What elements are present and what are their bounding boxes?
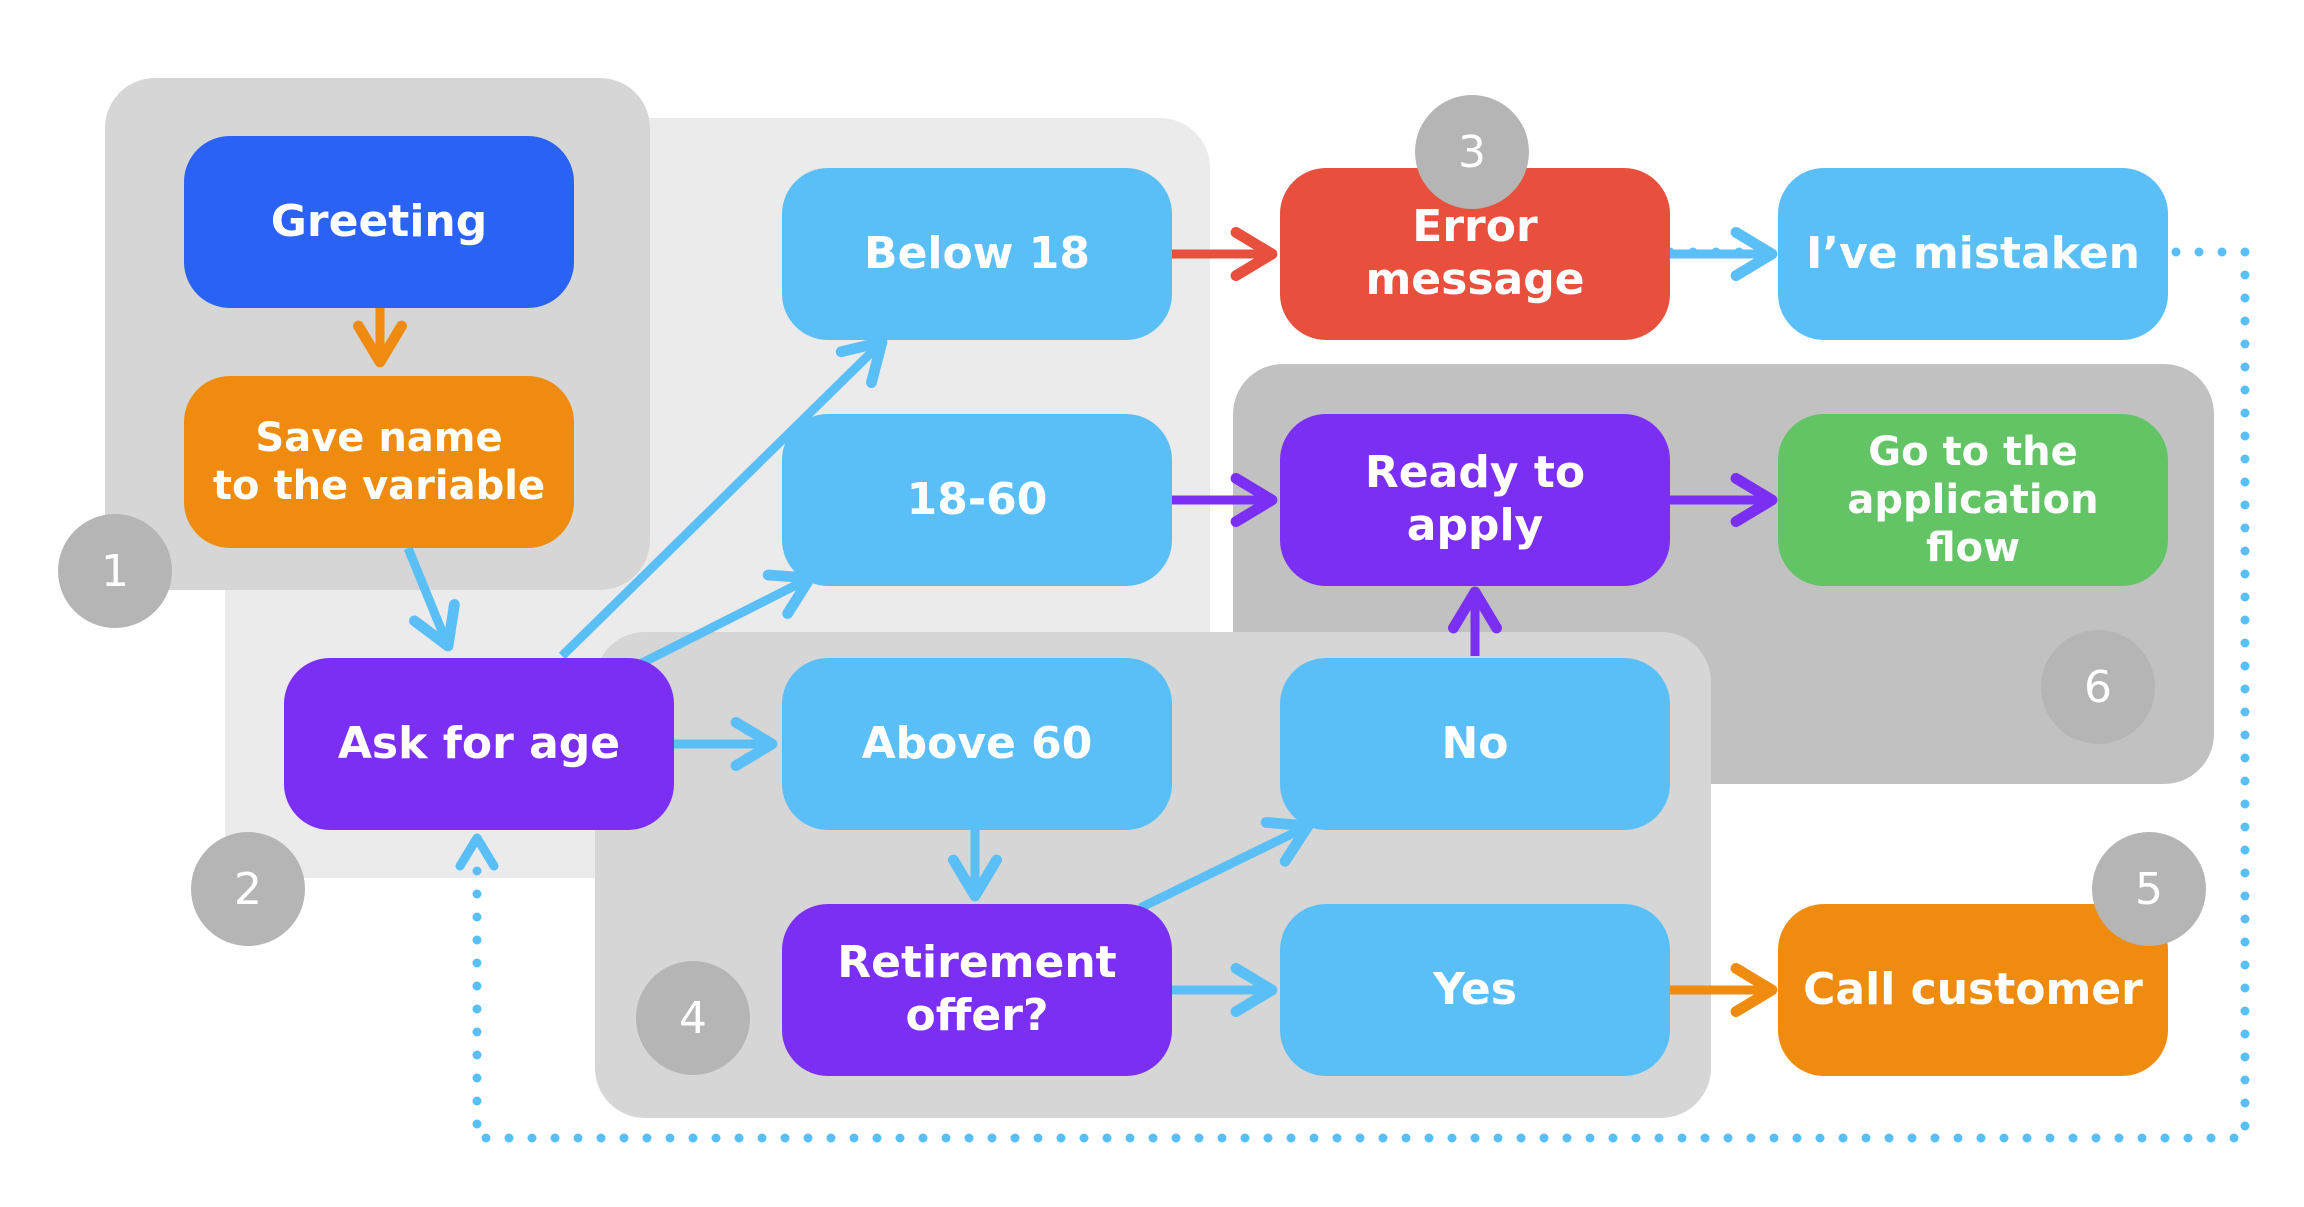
node-yes[interactable]: Yes <box>1280 904 1670 1076</box>
node-call-customer[interactable]: Call customer <box>1778 904 2168 1076</box>
node-no[interactable]: No <box>1280 658 1670 830</box>
arrow-save-name-to-ask-age <box>403 546 460 652</box>
badge-2: 2 <box>191 832 305 946</box>
node-retirement-offer[interactable]: Retirement offer? <box>782 904 1172 1076</box>
badge-5: 5 <box>2092 832 2206 946</box>
badge-6: 6 <box>2041 630 2155 744</box>
arrow-ask-age-to-18-60 <box>637 569 816 669</box>
arrow-ask-age-to-below-18 <box>558 336 888 660</box>
badge-3: 3 <box>1415 95 1529 209</box>
badge-1: 1 <box>58 514 172 628</box>
node-18-60[interactable]: 18-60 <box>782 414 1172 586</box>
badge-4: 4 <box>636 961 750 1075</box>
node-application-flow[interactable]: Go to the application flow <box>1778 414 2168 586</box>
node-greeting[interactable]: Greeting <box>184 136 574 308</box>
node-save-name[interactable]: Save name to the variable <box>184 376 574 548</box>
node-ready-to-apply[interactable]: Ready to apply <box>1280 414 1670 586</box>
node-below-18[interactable]: Below 18 <box>782 168 1172 340</box>
node-mistaken[interactable]: I’ve mistaken <box>1778 168 2168 340</box>
node-above-60[interactable]: Above 60 <box>782 658 1172 830</box>
dotted-loop-arrowhead <box>455 833 499 871</box>
arrow-retirement-to-no <box>1138 816 1314 913</box>
node-ask-for-age[interactable]: Ask for age <box>284 658 674 830</box>
